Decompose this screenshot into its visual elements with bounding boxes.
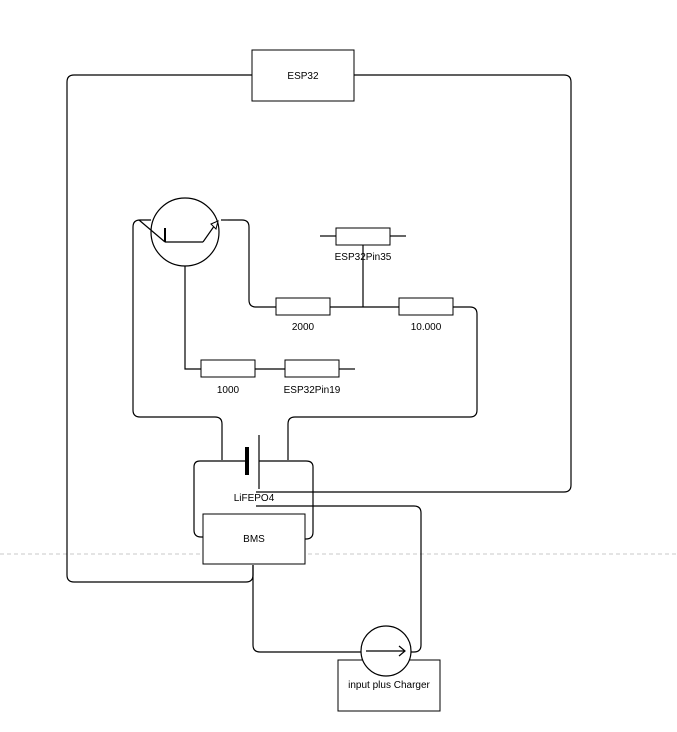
resistor-1000 xyxy=(200,359,256,378)
wire-battery-bms-right xyxy=(259,460,314,540)
wire-10000-battery xyxy=(287,306,478,460)
transistor-emitter-arrow-icon xyxy=(210,220,219,230)
resistor-2000 xyxy=(275,297,331,316)
current-source-arrowhead-icon xyxy=(398,645,406,657)
resistor-pin35 xyxy=(335,227,391,246)
wire-base-resistor xyxy=(184,266,201,370)
esp32-label: ESP32 xyxy=(287,71,319,82)
resistor-pin35-label: ESP32Pin35 xyxy=(335,252,392,263)
charger-label: input plus Charger xyxy=(348,680,430,691)
wire-bms-charger-top xyxy=(256,505,422,653)
transistor-icon xyxy=(150,197,220,267)
wire-battery-bms-left xyxy=(193,460,247,538)
wire-esp32-right xyxy=(256,74,572,493)
wire-collector-battery xyxy=(132,219,223,460)
bms-label: BMS xyxy=(243,534,265,545)
resistor-pin19-label: ESP32Pin19 xyxy=(284,385,341,396)
transistor-collector xyxy=(138,219,166,243)
wire-emitter-divider xyxy=(228,219,276,308)
resistor-10000-label: 10.000 xyxy=(411,322,442,333)
resistor-pin19 xyxy=(284,359,340,378)
battery-label: LiFEPO4 xyxy=(234,493,275,504)
resistor-10000 xyxy=(398,297,454,316)
resistor-1000-label: 1000 xyxy=(217,385,240,396)
wire-bms-charger-bottom xyxy=(252,565,361,653)
esp32-box xyxy=(251,49,355,102)
bms-box xyxy=(202,513,306,565)
resistor-2000-label: 2000 xyxy=(292,322,315,333)
wire-esp32-left xyxy=(66,74,254,583)
